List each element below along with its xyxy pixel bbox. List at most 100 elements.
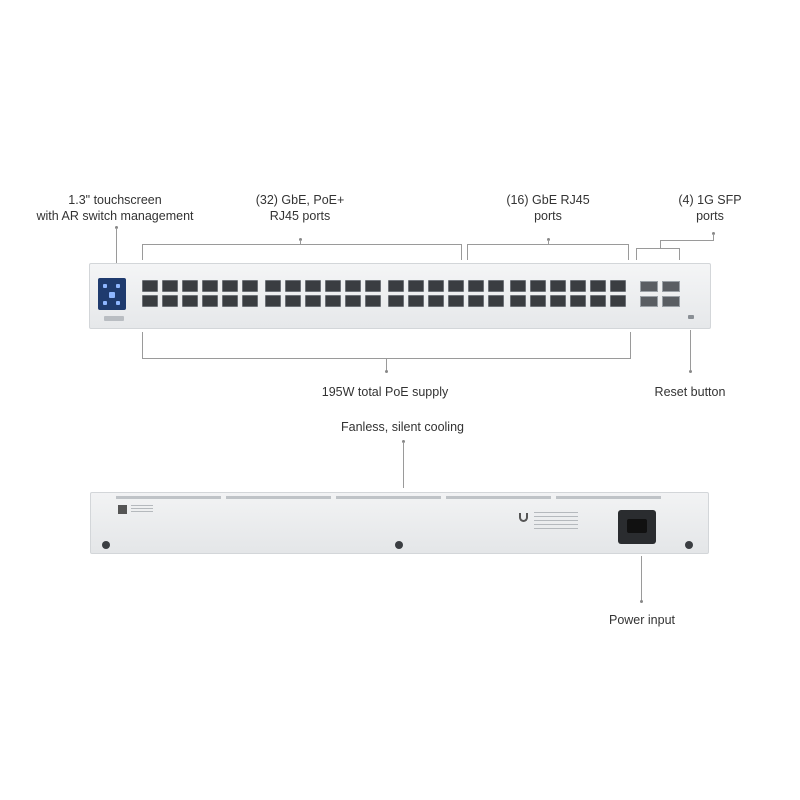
serial-sticker — [131, 505, 153, 513]
rj45-port[interactable] — [325, 280, 341, 292]
rj45-port[interactable] — [222, 295, 238, 307]
poe-supply-leader-dot — [385, 370, 388, 373]
rj45-port[interactable] — [530, 280, 546, 292]
rj45-port[interactable] — [448, 295, 464, 307]
rj45-port[interactable] — [142, 295, 158, 307]
rj45-port[interactable] — [365, 280, 381, 292]
rj45-bracket-left — [467, 244, 468, 260]
vent-slot — [116, 496, 221, 499]
poe-supply-bracket-left — [142, 332, 143, 358]
touchscreen-leader-dot — [115, 226, 118, 229]
rj45-leader-dot — [547, 238, 550, 241]
rj45-port[interactable] — [510, 280, 526, 292]
cooling-leader — [403, 442, 404, 488]
rj45-port[interactable] — [325, 295, 341, 307]
rj45-port[interactable] — [365, 295, 381, 307]
poe-bracket-right — [461, 244, 462, 260]
rj45-port[interactable] — [468, 295, 484, 307]
rj45-port[interactable] — [222, 280, 238, 292]
reset-button-label: Reset button — [654, 385, 726, 399]
rj45-port[interactable] — [428, 295, 444, 307]
poe-leader-dot — [299, 238, 302, 241]
poe-bracket — [142, 244, 462, 245]
rj45-port[interactable] — [142, 280, 158, 292]
vent-slot — [336, 496, 441, 499]
rj45-port[interactable] — [305, 295, 321, 307]
rj45-port[interactable] — [345, 295, 361, 307]
reset-button[interactable] — [688, 315, 694, 319]
rj45-port[interactable] — [265, 280, 281, 292]
power-input-socket[interactable] — [618, 510, 656, 544]
rj45-port[interactable] — [202, 295, 218, 307]
rj45-bracket-right — [628, 244, 629, 260]
touchscreen-leader — [116, 228, 117, 268]
poe-leader — [300, 240, 301, 245]
reset-leader — [690, 330, 691, 370]
rj45-port[interactable] — [590, 295, 606, 307]
rj45-port[interactable] — [285, 280, 301, 292]
cooling-leader-dot — [402, 440, 405, 443]
rj45-port[interactable] — [570, 280, 586, 292]
rj45-port[interactable] — [285, 295, 301, 307]
rj45-port[interactable] — [530, 295, 546, 307]
rj45-port[interactable] — [570, 295, 586, 307]
rj45-port[interactable] — [428, 280, 444, 292]
rj45-leader — [548, 240, 549, 245]
rj45-port[interactable] — [610, 280, 626, 292]
rj45-port[interactable] — [488, 280, 504, 292]
switch-back-panel — [90, 492, 709, 554]
rj45-port[interactable] — [590, 280, 606, 292]
rj45-port[interactable] — [305, 280, 321, 292]
rj45-port[interactable] — [182, 295, 198, 307]
rj45-port[interactable] — [408, 295, 424, 307]
rj45-port[interactable] — [162, 280, 178, 292]
touchscreen-label: 1.3" touchscreen with AR switch manageme… — [36, 193, 194, 223]
switch-front-panel — [89, 263, 711, 329]
screw — [395, 541, 403, 549]
rj45-port[interactable] — [388, 295, 404, 307]
rj45-port[interactable] — [242, 295, 258, 307]
sfp-bracket — [636, 248, 680, 249]
rj45-port[interactable] — [345, 280, 361, 292]
rj45-port[interactable] — [550, 295, 566, 307]
rj45-port[interactable] — [550, 280, 566, 292]
screw — [685, 541, 693, 549]
sfp-leader-drop — [660, 240, 661, 248]
rj45-ports-label: (16) GbE RJ45 ports — [506, 193, 590, 223]
sfp-ports-label: (4) 1G SFP ports — [678, 193, 742, 223]
compliance-marks — [534, 512, 578, 532]
rj45-port[interactable] — [468, 280, 484, 292]
vent-slot — [226, 496, 331, 499]
cooling-label: Fanless, silent cooling — [341, 420, 464, 434]
rj45-port[interactable] — [162, 295, 178, 307]
sfp-bracket-right — [679, 248, 680, 260]
rj45-port[interactable] — [265, 295, 281, 307]
ubiquiti-logo-icon — [519, 513, 528, 522]
rj45-bracket — [467, 244, 629, 245]
sfp-bracket-left — [636, 248, 637, 260]
rj45-port[interactable] — [388, 280, 404, 292]
power-input-label: Power input — [608, 613, 675, 627]
rj45-port[interactable] — [448, 280, 464, 292]
rj45-port[interactable] — [202, 280, 218, 292]
touchscreen-display — [98, 278, 126, 310]
rj45-port[interactable] — [510, 295, 526, 307]
power-leader — [641, 556, 642, 602]
rj45-port[interactable] — [610, 295, 626, 307]
poe-ports-label: (32) GbE, PoE+ RJ45 ports — [255, 193, 345, 223]
rj45-port[interactable] — [182, 280, 198, 292]
sfp-port[interactable] — [662, 296, 680, 307]
power-leader-dot — [640, 600, 643, 603]
sfp-port[interactable] — [662, 281, 680, 292]
vent-slot — [446, 496, 551, 499]
sfp-port[interactable] — [640, 281, 658, 292]
reset-leader-dot — [689, 370, 692, 373]
vent-slot — [556, 496, 661, 499]
poe-supply-label: 195W total PoE supply — [321, 385, 449, 399]
sfp-port[interactable] — [640, 296, 658, 307]
unifi-logo — [104, 316, 124, 321]
rj45-port[interactable] — [408, 280, 424, 292]
rj45-port[interactable] — [488, 295, 504, 307]
rj45-port[interactable] — [242, 280, 258, 292]
qr-code-icon — [118, 505, 127, 514]
